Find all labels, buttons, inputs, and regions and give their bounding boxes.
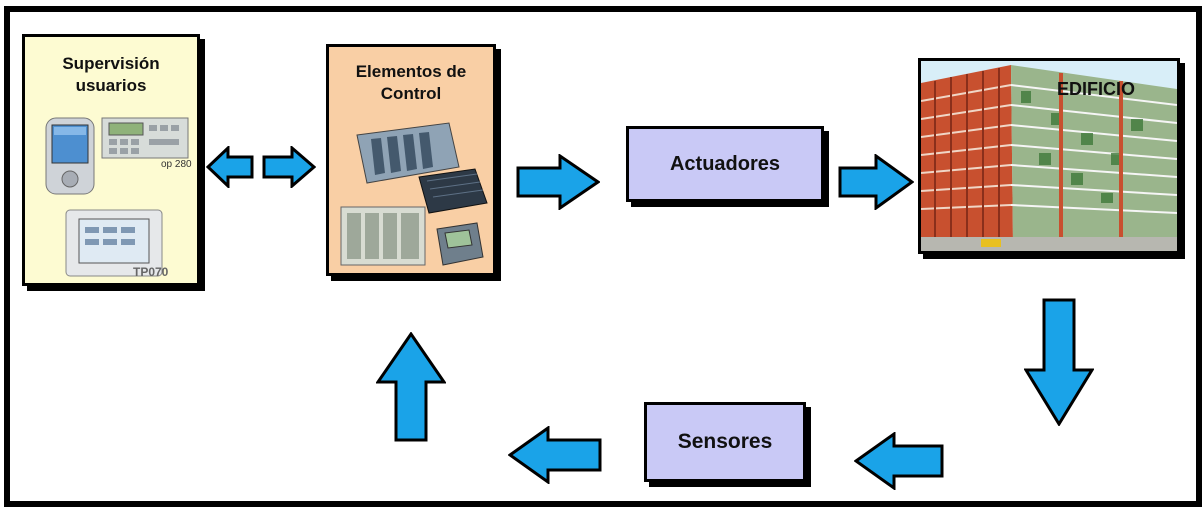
- plc-module-image: [418, 168, 488, 214]
- right-arrow-icon: [516, 154, 600, 210]
- actuadores-box: Actuadores: [626, 126, 824, 202]
- building-image: [921, 61, 1177, 251]
- left-arrow-icon: [206, 146, 254, 188]
- down-arrow-icon: [1024, 298, 1094, 426]
- control-title-line1: Elementos de: [355, 62, 467, 81]
- sensores-box: Sensores: [644, 402, 806, 482]
- sensores-label: Sensores: [677, 430, 773, 453]
- supervision-box: Supervisión usuarios op 280 TP070: [22, 34, 200, 286]
- plc-unit-image: [340, 206, 426, 266]
- tp-panel-image: [65, 209, 163, 277]
- control-title-line2: Control: [380, 84, 442, 103]
- control-title: Elementos de Control: [329, 61, 493, 105]
- up-arrow-icon: [376, 332, 446, 442]
- tp-device-label: TP070: [133, 265, 169, 279]
- op-panel-image: [101, 117, 189, 159]
- right-arrow-icon: [262, 146, 316, 188]
- supervision-title-line1: Supervisión: [62, 54, 160, 73]
- actuadores-label: Actuadores: [669, 152, 781, 175]
- edificio-label: EDIFICIO: [1057, 79, 1136, 99]
- supervision-title: Supervisión usuarios: [25, 53, 197, 97]
- left-arrow-icon: [508, 426, 602, 484]
- logo-controller-image: [436, 222, 484, 266]
- control-box: Elementos de Control: [326, 44, 496, 276]
- left-arrow-icon: [854, 432, 944, 490]
- edificio-box: EDIFICIO: [918, 58, 1180, 254]
- op-device-label: op 280: [161, 159, 192, 170]
- pda-device-image: [45, 117, 95, 195]
- plc-rack-image: [356, 122, 460, 184]
- right-arrow-icon: [838, 154, 914, 210]
- supervision-title-line2: usuarios: [75, 76, 147, 95]
